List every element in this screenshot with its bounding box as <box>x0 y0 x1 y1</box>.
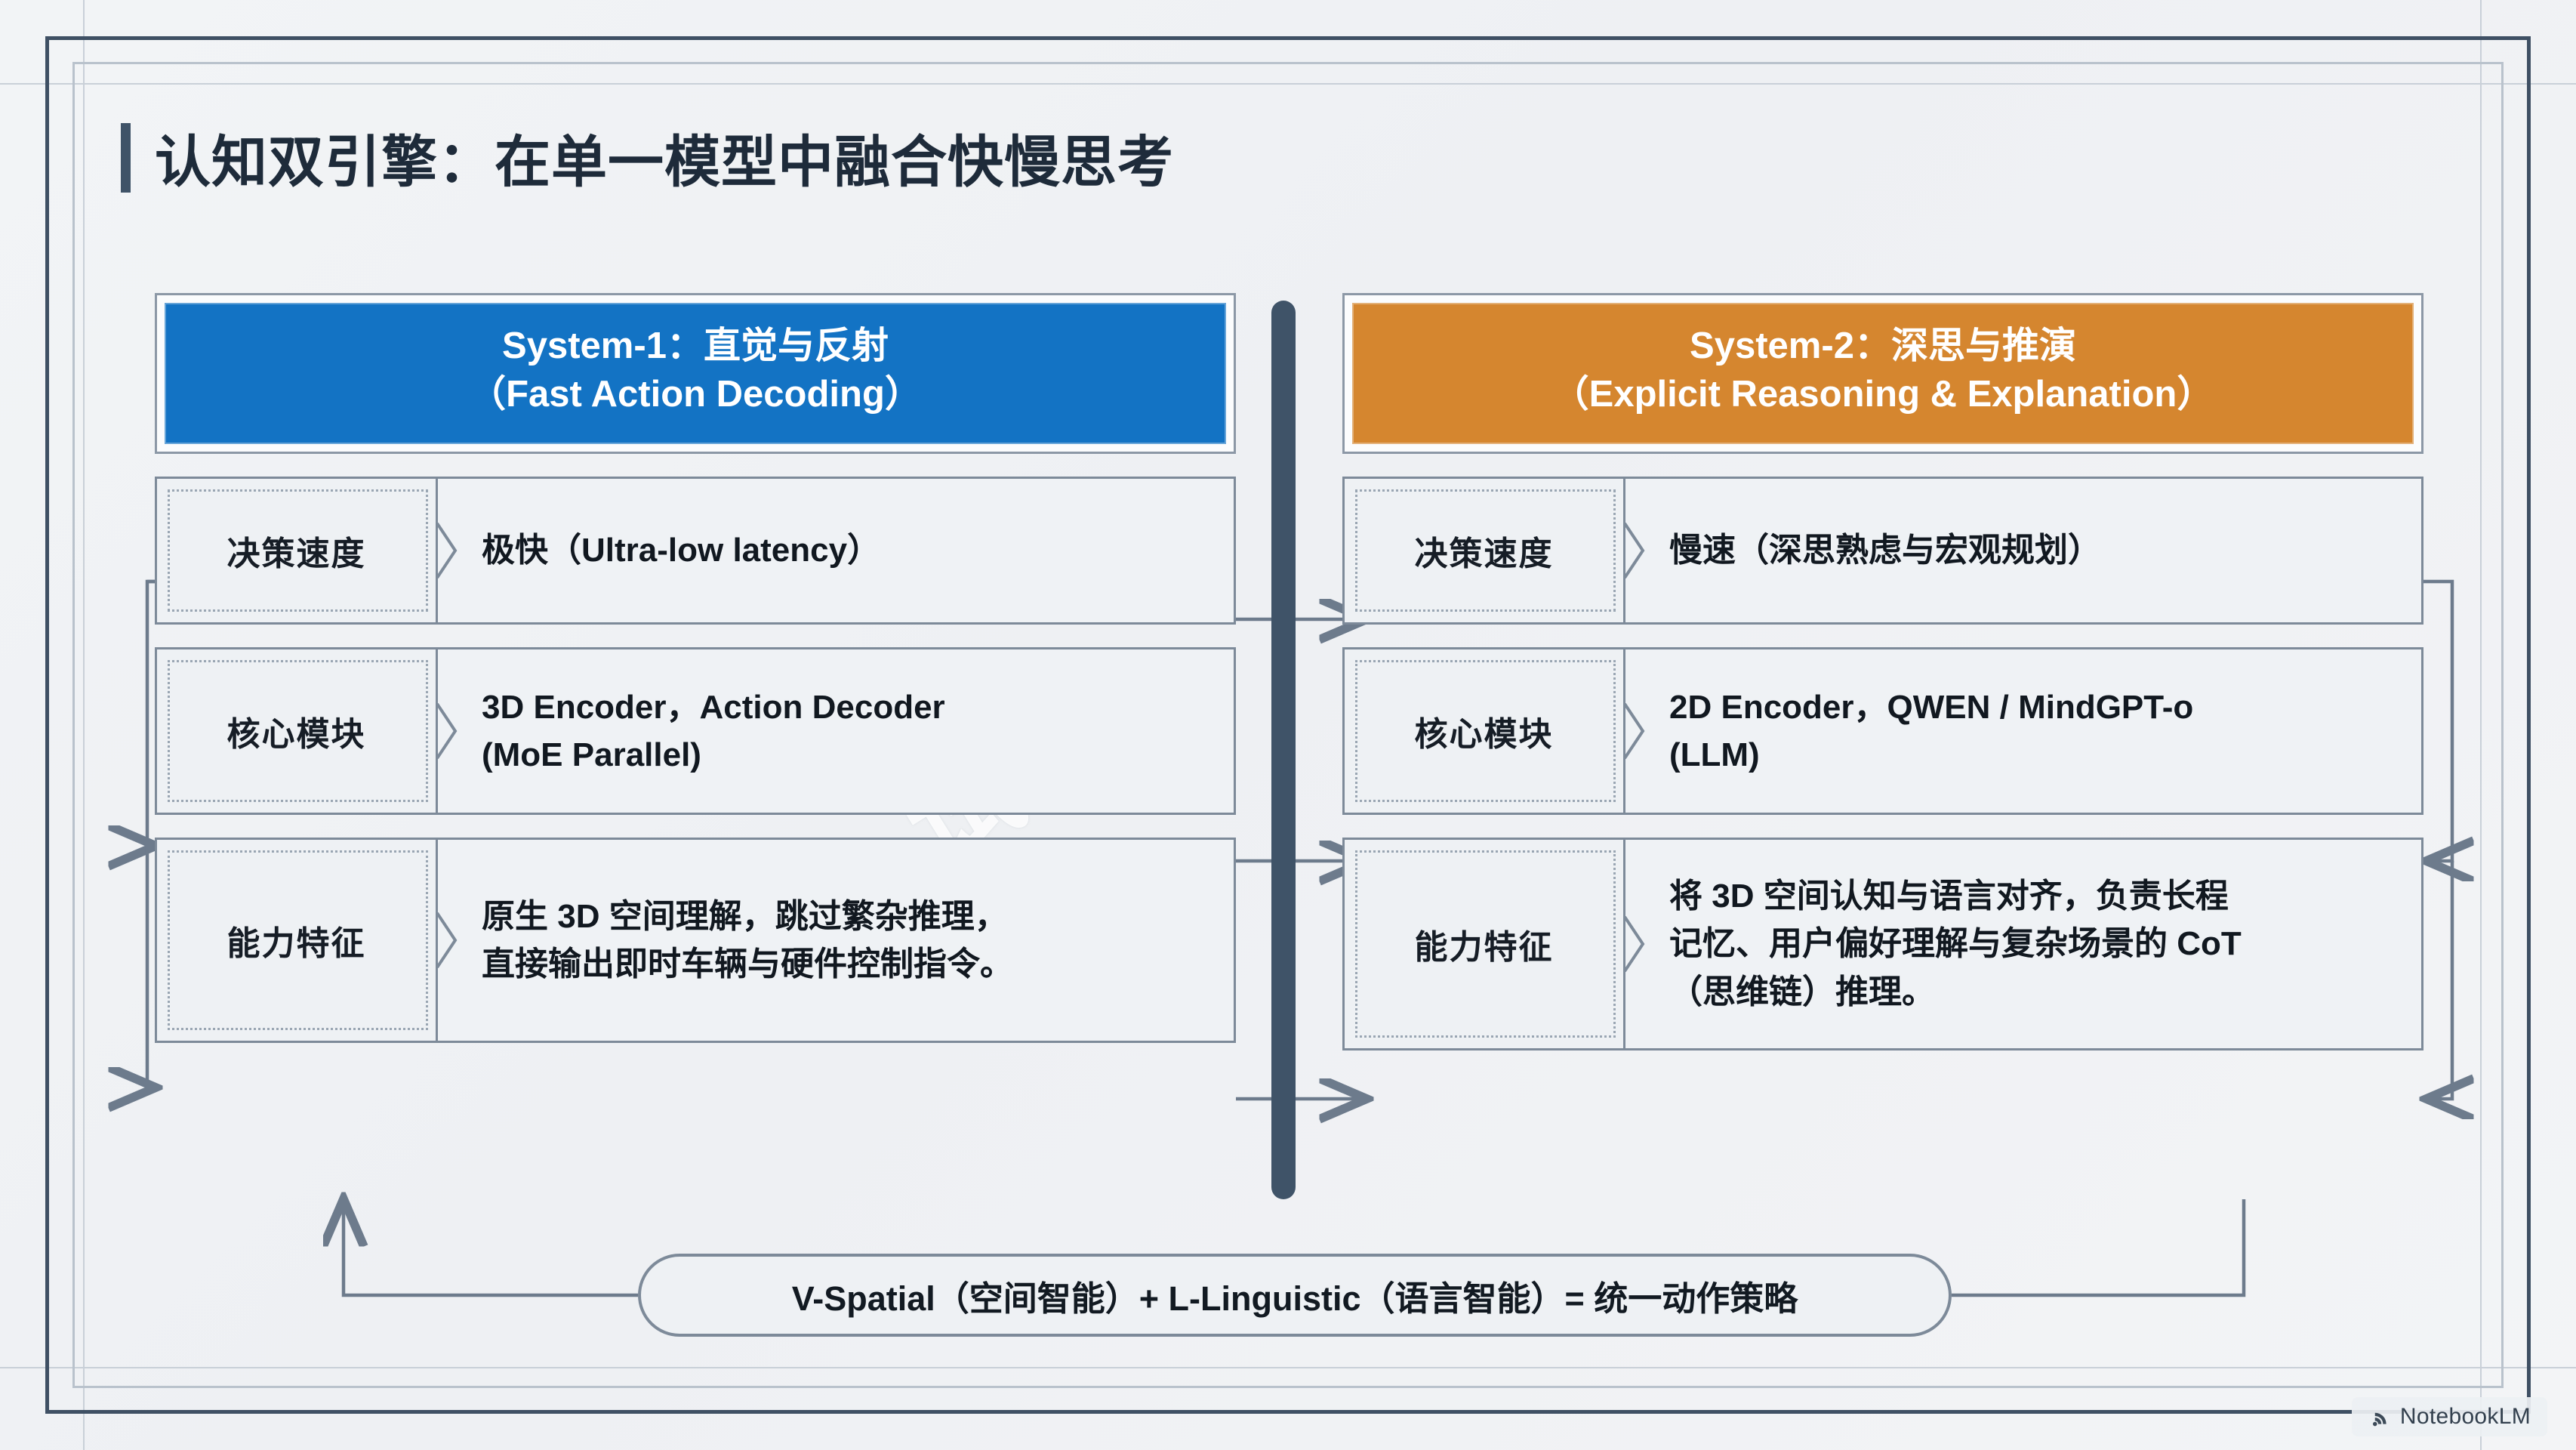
row-value-cell: 3D Encoder，Action Decoder (MoE Parallel) <box>438 649 1234 813</box>
system-columns: System-1：直觉与反射 （Fast Action Decoding） 决策… <box>155 293 2423 1199</box>
row-label-cell: 决策速度 <box>157 479 438 623</box>
system-2-header-line1: System-2：深思与推演 <box>1690 325 2076 366</box>
row-value-text: 慢速（深思熟虑与宏观规划） <box>1669 532 2101 569</box>
table-row: 决策速度 慢速（深思熟虑与宏观规划） <box>1342 477 2423 625</box>
summary-pill-text: V-Spatial（空间智能）+ L-Linguistic（语言智能）= 统一动… <box>791 1279 1798 1318</box>
row-value-cell: 慢速（深思熟虑与宏观规划） <box>1625 479 2421 623</box>
row-label-cell: 核心模块 <box>157 649 438 813</box>
summary-pill: V-Spatial（空间智能）+ L-Linguistic（语言智能）= 统一动… <box>638 1254 1952 1337</box>
system-2-header: System-2：深思与推演 （Explicit Reasoning & Exp… <box>1352 303 2414 445</box>
row-label-text: 核心模块 <box>226 716 366 754</box>
system-1-header-line2: （Fast Action Decoding） <box>469 373 922 415</box>
table-row: 核心模块 2D Encoder，QWEN / MindGPT-o (LLM) <box>1342 647 2423 816</box>
row-value-text: 将 3D 空间认知与语言对齐，负责长程 记忆、用户偏好理解与复杂场景的 CoT … <box>1669 877 2242 1011</box>
notebooklm-logo-icon <box>2372 1412 2386 1427</box>
row-label-cell: 能力特征 <box>1345 840 1625 1049</box>
row-value-cell: 2D Encoder，QWEN / MindGPT-o (LLM) <box>1625 649 2421 813</box>
table-row: 决策速度 极快（Ultra-low latency） <box>155 477 1236 625</box>
system-2-header-line2: （Explicit Reasoning & Explanation） <box>1551 373 2214 415</box>
page-title: 认知双引擎：在单一模型中融合快慢思考 <box>121 117 1174 198</box>
row-value-text: 3D Encoder，Action Decoder (MoE Parallel) <box>482 688 945 774</box>
row-value-cell: 原生 3D 空间理解，跳过繁杂推理， 直接输出即时车辆与硬件控制指令。 <box>438 840 1234 1041</box>
row-value-text: 原生 3D 空间理解，跳过繁杂推理， 直接输出即时车辆与硬件控制指令。 <box>482 897 1013 983</box>
system-2-header-card: System-2：深思与推演 （Explicit Reasoning & Exp… <box>1342 293 2423 455</box>
row-label-text: 决策速度 <box>1414 535 1554 573</box>
page-title-text: 认知双引擎：在单一模型中融合快慢思考 <box>155 131 1174 193</box>
row-value-cell: 极快（Ultra-low latency） <box>438 479 1234 623</box>
row-label-text: 能力特征 <box>1414 929 1554 967</box>
system-1-header-card: System-1：直觉与反射 （Fast Action Decoding） <box>155 293 1236 455</box>
table-row: 核心模块 3D Encoder，Action Decoder (MoE Para… <box>155 647 1236 816</box>
table-row: 能力特征 将 3D 空间认知与语言对齐，负责长程 记忆、用户偏好理解与复杂场景的… <box>1342 838 2423 1051</box>
notebooklm-badge: NotebookLM <box>2351 1397 2547 1436</box>
row-label-text: 决策速度 <box>226 535 366 573</box>
system-1-header-line1: System-1：直觉与反射 <box>502 325 889 366</box>
row-label-text: 核心模块 <box>1414 716 1554 754</box>
row-label-cell: 核心模块 <box>1345 649 1625 813</box>
row-label-text: 能力特征 <box>226 925 366 963</box>
row-label-cell: 能力特征 <box>157 840 438 1041</box>
row-value-text: 2D Encoder，QWEN / MindGPT-o (LLM) <box>1669 688 2194 774</box>
column-system-2: System-2：深思与推演 （Explicit Reasoning & Exp… <box>1342 293 2423 1051</box>
title-accent-bar <box>121 122 131 193</box>
row-value-text: 极快（Ultra-low latency） <box>482 532 881 569</box>
column-system-1: System-1：直觉与反射 （Fast Action Decoding） 决策… <box>155 293 1236 1044</box>
row-label-cell: 决策速度 <box>1345 479 1625 623</box>
page-frame-outer <box>45 36 2531 1414</box>
row-value-cell: 将 3D 空间认知与语言对齐，负责长程 记忆、用户偏好理解与复杂场景的 CoT … <box>1625 840 2421 1049</box>
page-frame-inner <box>72 62 2504 1388</box>
center-divider-bar <box>1271 301 1296 1199</box>
table-row: 能力特征 原生 3D 空间理解，跳过繁杂推理， 直接输出即时车辆与硬件控制指令。 <box>155 838 1236 1044</box>
notebooklm-label: NotebookLM <box>2399 1404 2531 1429</box>
system-1-header: System-1：直觉与反射 （Fast Action Decoding） <box>165 303 1226 445</box>
